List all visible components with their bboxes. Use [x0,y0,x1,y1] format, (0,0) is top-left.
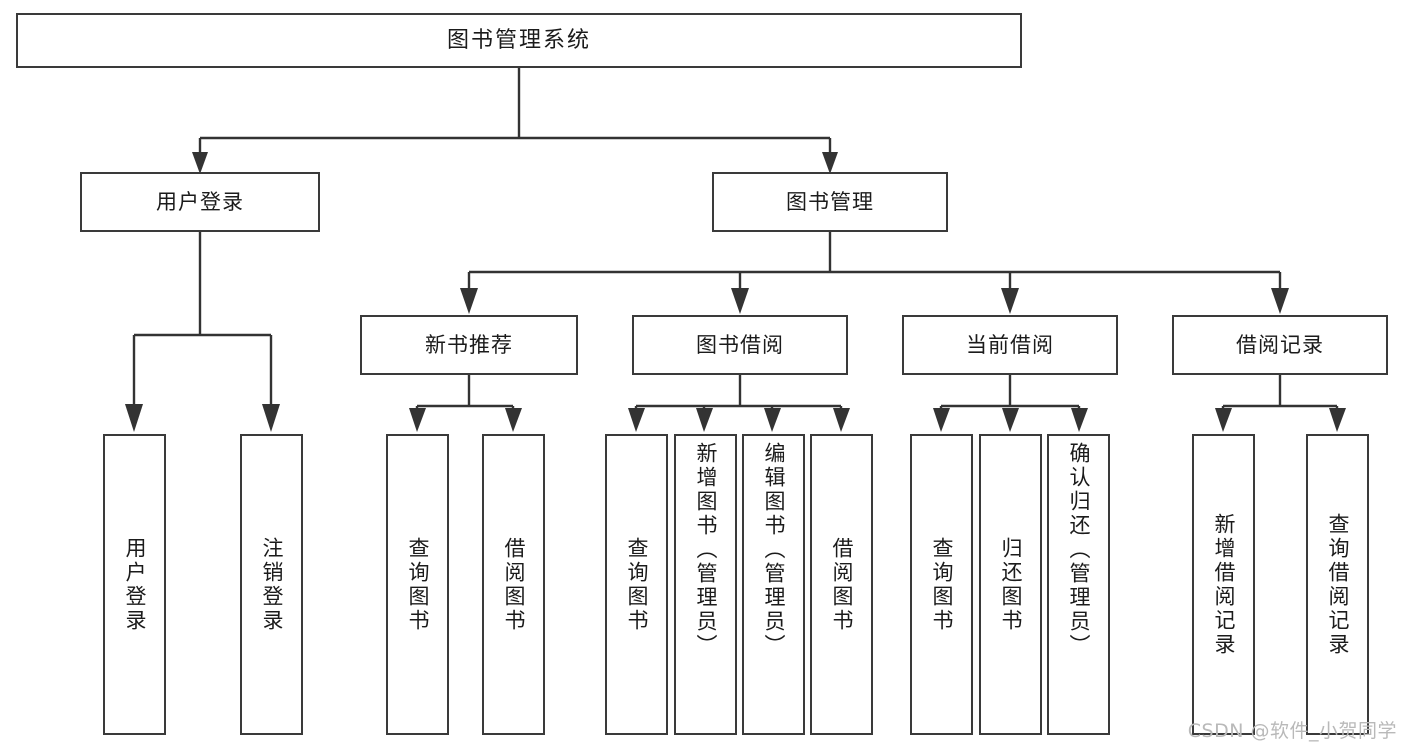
node-label: 新增图书（管理员） [694,442,718,658]
node-leaf-return-book[interactable]: 归还图书 [979,434,1042,735]
node-label: 图书借阅 [696,332,784,357]
node-leaf-add-book[interactable]: 新增图书（管理员） [674,434,737,735]
arrow-current-borrow [1001,288,1019,314]
node-leaf-query-book-1[interactable]: 查询图书 [386,434,449,735]
node-label: 借阅图书 [502,536,526,633]
node-leaf-query-record[interactable]: 查询借阅记录 [1306,434,1369,735]
node-label: 新书推荐 [425,332,513,357]
node-leaf-borrow-book-2[interactable]: 借阅图书 [810,434,873,735]
node-leaf-query-book-3[interactable]: 查询图书 [910,434,973,735]
arrow-leaf-return-book [1002,408,1019,432]
arrow-leaf-borrow-book-2 [833,408,850,432]
node-leaf-user-login[interactable]: 用户登录 [103,434,166,735]
node-leaf-user-logout[interactable]: 注销登录 [240,434,303,735]
node-label: 当前借阅 [966,332,1054,357]
node-label: 注销登录 [260,536,284,633]
node-label: 查询图书 [930,536,954,633]
arrow-leaf-add-record [1215,408,1232,432]
node-label: 用户登录 [156,189,244,214]
node-new-book-recommend[interactable]: 新书推荐 [360,315,578,375]
node-label: 用户登录 [123,536,147,633]
node-leaf-query-book-2[interactable]: 查询图书 [605,434,668,735]
arrow-new-book-recommend [460,288,478,314]
arrow-leaf-confirm-return [1071,408,1088,432]
node-root-book-management-system[interactable]: 图书管理系统 [16,13,1022,68]
arrow-user-login [192,152,208,174]
arrow-leaf-query-book-1 [409,408,426,432]
node-borrow-record[interactable]: 借阅记录 [1172,315,1388,375]
arrow-leaf-query-book-2 [628,408,645,432]
node-label: 编辑图书（管理员） [762,442,786,658]
node-label: 新增借阅记录 [1212,512,1236,657]
arrow-leaf-query-book-3 [933,408,950,432]
node-label: 借阅图书 [830,536,854,633]
node-label: 借阅记录 [1236,332,1324,357]
arrow-leaf-edit-book [764,408,781,432]
node-leaf-confirm-return[interactable]: 确认归还（管理员） [1047,434,1110,735]
node-current-borrow[interactable]: 当前借阅 [902,315,1118,375]
arrow-leaf-user-login [125,404,143,432]
csdn-watermark: CSDN @软件_小贺同学 [1187,720,1397,742]
arrow-leaf-user-logout [262,404,280,432]
node-leaf-borrow-book-1[interactable]: 借阅图书 [482,434,545,735]
node-label: 归还图书 [999,536,1023,633]
node-leaf-edit-book[interactable]: 编辑图书（管理员） [742,434,805,735]
node-label: 图书管理系统 [446,27,591,53]
arrow-leaf-borrow-book-1 [505,408,522,432]
node-label: 确认归还（管理员） [1067,442,1091,658]
arrow-book-borrow [731,288,749,314]
node-book-manage[interactable]: 图书管理 [712,172,948,232]
node-book-borrow[interactable]: 图书借阅 [632,315,848,375]
node-label: 查询图书 [625,536,649,633]
node-label: 查询借阅记录 [1326,512,1350,657]
arrow-leaf-query-record [1329,408,1346,432]
arrow-leaf-add-book [696,408,713,432]
arrow-book-manage [822,152,838,174]
node-user-login[interactable]: 用户登录 [80,172,320,232]
node-label: 图书管理 [786,189,874,214]
node-leaf-add-record[interactable]: 新增借阅记录 [1192,434,1255,735]
node-label: 查询图书 [406,536,430,633]
arrow-borrow-record [1271,288,1289,314]
